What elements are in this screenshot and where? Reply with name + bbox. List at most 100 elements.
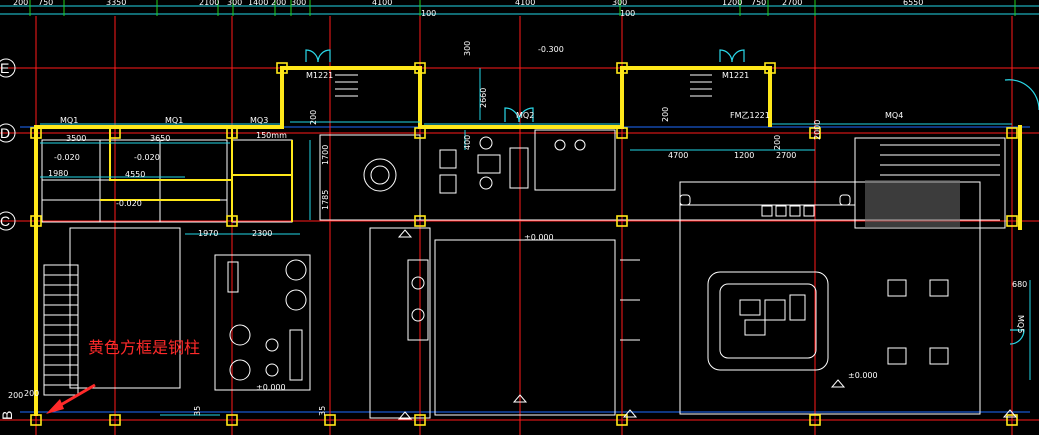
steel-column: [414, 215, 426, 227]
door-tag-mq5: MQ5: [1016, 315, 1025, 333]
dim-680: 680: [1012, 280, 1027, 289]
steel-column: [414, 414, 426, 426]
planter-hatch: [865, 180, 960, 228]
steel-column: [30, 414, 42, 426]
level-top: -0.300: [538, 45, 564, 54]
axis-label-e: E: [0, 60, 9, 76]
level-floor: ±0.000: [524, 233, 554, 242]
steel-column: [226, 414, 238, 426]
dim-200-d: 200: [8, 391, 23, 400]
steel-column: [30, 215, 42, 227]
furniture: [227, 136, 949, 381]
row-axis-labels: E D C B: [0, 58, 16, 420]
dim-200-c: 200: [773, 135, 782, 150]
steel-columns: [30, 62, 1018, 426]
door-tag-mq1-a: MQ1: [60, 116, 78, 125]
door-tag-fm: FM乙1221: [730, 111, 770, 120]
top-dim-8: 300: [291, 0, 306, 7]
top-dim-10: 4100: [515, 0, 535, 7]
top-dim-2: 750: [38, 0, 53, 7]
top-dim-15: 6550: [903, 0, 923, 7]
top-dim-3: 3350: [106, 0, 126, 7]
dim-4700: 4700: [668, 151, 688, 160]
dim-1970: 1970: [198, 229, 218, 238]
top-dim-9: 4100: [372, 0, 392, 7]
annotation-text: 黄色方框是钢柱: [88, 338, 200, 357]
dim-100-top: 100: [421, 9, 436, 18]
dim-3500: 3500: [66, 134, 86, 143]
dim-100-top-2: 100: [620, 9, 635, 18]
steel-column: [414, 127, 426, 139]
steel-column: [616, 215, 628, 227]
steel-column: [414, 62, 426, 74]
annotation-arrowhead: [46, 399, 64, 414]
top-dim-13: 750: [751, 0, 766, 7]
door-tag-mq2: MQ2: [516, 111, 534, 120]
curtain-wall: [40, 121, 1012, 125]
top-dim-5: 300: [227, 0, 242, 7]
plan-dimension-lines: [40, 68, 1031, 416]
door-swings: [305, 49, 1039, 345]
dim-2000: 2000: [813, 120, 822, 140]
steel-column: [109, 127, 121, 139]
steel-column: [276, 62, 288, 74]
door-tag-mq1-b: MQ1: [165, 116, 183, 125]
dim-35-b: 35: [318, 406, 327, 416]
steel-column: [30, 127, 42, 139]
dim-1700: 1700: [321, 145, 330, 165]
dim-1980: 1980: [48, 169, 68, 178]
dim-2300: 2300: [252, 229, 272, 238]
steel-column: [226, 127, 238, 139]
level-floor-3: ±0.000: [256, 383, 286, 392]
door-tag-m1221-b: M1221: [722, 71, 749, 80]
dim-1200: 1200: [734, 151, 754, 160]
axis-label-c: C: [0, 213, 10, 229]
dim-300: 300: [463, 41, 472, 56]
door-tag-mq3: MQ3: [250, 116, 268, 125]
steel-column: [616, 414, 628, 426]
plan-dimension-texts: 100 100 300 2660 400 200 200 200 1700 17…: [8, 9, 1027, 416]
steel-column-annotation: 黄色方框是钢柱: [46, 338, 200, 414]
steel-column: [809, 414, 821, 426]
door-tag-m1221-a: M1221: [306, 71, 333, 80]
steel-column: [1006, 215, 1018, 227]
steel-column: [109, 414, 121, 426]
top-dim-7: 200: [271, 0, 286, 7]
door-tags: M1221 M1221 MQ1 MQ1 MQ3 MQ2 MQ4 FM乙1221 …: [60, 71, 1025, 333]
dim-4550: 4550: [125, 170, 145, 179]
dim-400: 400: [463, 135, 472, 150]
top-dim-6: 1400: [248, 0, 268, 7]
dim-3650: 3650: [150, 134, 170, 143]
level-neg-1: -0.020: [54, 153, 80, 162]
door-tag-mq4: MQ4: [885, 111, 903, 120]
dim-2700: 2700: [776, 151, 796, 160]
dim-200-e: 200: [24, 389, 39, 398]
top-dim-12: 1200: [722, 0, 742, 7]
dim-200-a: 200: [309, 110, 318, 125]
level-floor-2: ±0.000: [848, 371, 878, 380]
axis-label-d: D: [0, 125, 10, 141]
steel-column: [809, 127, 821, 139]
dim-200-b: 200: [661, 107, 670, 122]
dim-1785: 1785: [321, 190, 330, 210]
steel-column: [1006, 127, 1018, 139]
dim-150mm: 150mm: [256, 131, 287, 140]
top-dimension-bar: 200 750 3350 2100 300 1400 200 300 4100 …: [0, 0, 1039, 16]
axis-label-b: B: [0, 411, 15, 420]
exterior-walls: [34, 66, 1022, 416]
top-dim-11: 300: [612, 0, 627, 7]
level-neg-2: -0.020: [134, 153, 160, 162]
dim-2660: 2660: [479, 88, 488, 108]
steel-column: [616, 127, 628, 139]
dim-35-a: 35: [193, 406, 202, 416]
top-dim-1: 200: [13, 0, 28, 7]
top-dim-4: 2100: [199, 0, 219, 7]
steel-column: [226, 215, 238, 227]
level-neg-3: -0.020: [116, 199, 142, 208]
level-symbols: [397, 229, 1018, 420]
steel-column: [764, 62, 776, 74]
steel-column: [324, 414, 336, 426]
steel-column: [1006, 414, 1018, 426]
top-dim-14: 2700: [782, 0, 802, 7]
